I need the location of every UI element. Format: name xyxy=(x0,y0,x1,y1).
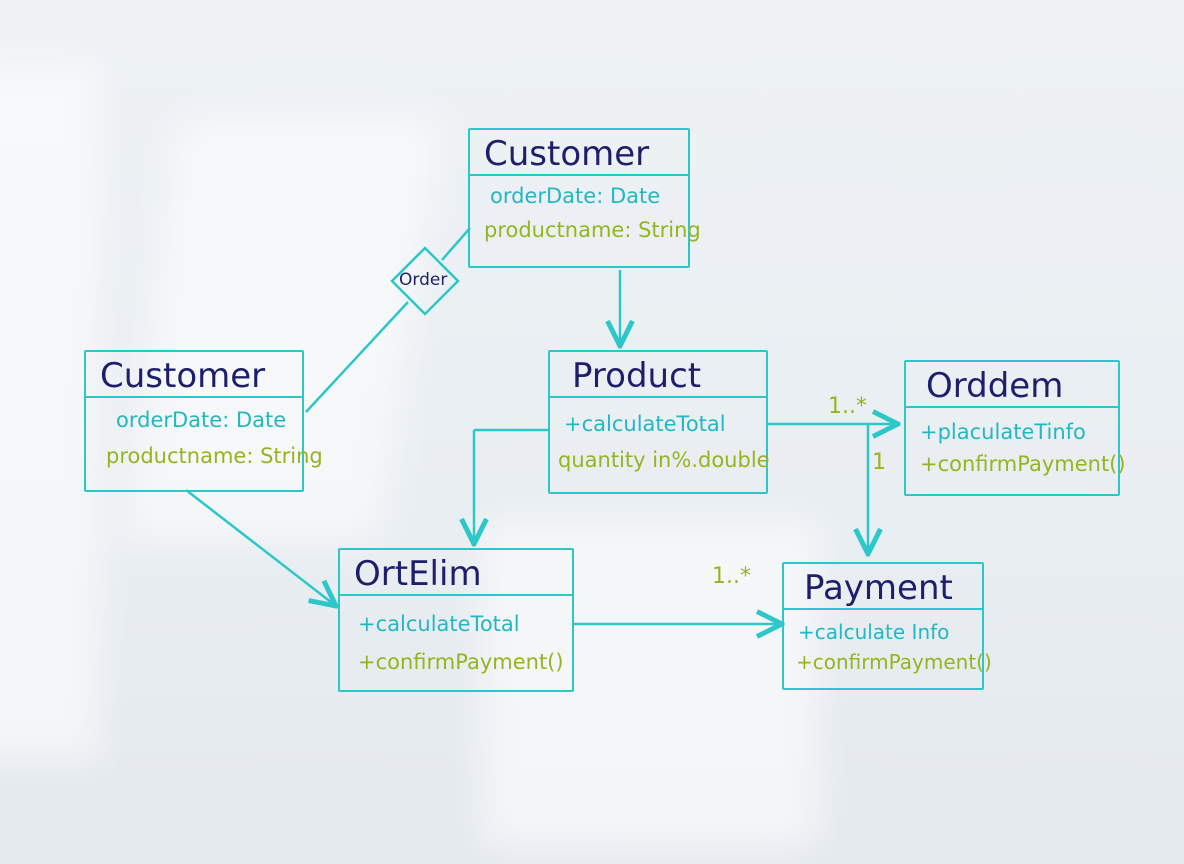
class-method: +confirmPayment() xyxy=(358,650,564,674)
class-name: Payment xyxy=(784,564,982,610)
class-payment: Payment +calculate Info +confirmPayment(… xyxy=(782,562,992,690)
order-diamond-shape xyxy=(390,246,460,316)
multiplicity-label: 1 xyxy=(872,450,886,475)
order-diamond-label: Order xyxy=(399,270,448,290)
class-customer-left: Customer orderDate: Date productname: St… xyxy=(84,350,323,492)
class-method: +confirmPayment() xyxy=(920,452,1126,476)
class-attribute: productname: String xyxy=(106,444,323,468)
class-name: OrtElim xyxy=(340,550,572,596)
class-method: +confirmPayment() xyxy=(796,650,992,674)
class-method: +calculateTotal xyxy=(564,412,726,436)
association-line xyxy=(441,227,471,261)
class-ortelim: OrtElim +calculateTotal +confirmPayment(… xyxy=(338,548,574,692)
light-patch xyxy=(480,520,820,850)
class-name: Customer xyxy=(470,130,688,176)
class-customer-top: Customer orderDate: Date productname: St… xyxy=(468,128,701,268)
multiplicity-label: 1..* xyxy=(712,564,751,589)
class-name: Orddem xyxy=(906,362,1118,408)
multiplicity-label: 1..* xyxy=(828,394,867,419)
class-method: +placulateTinfo xyxy=(920,420,1086,444)
class-name: Customer xyxy=(86,352,302,398)
association-line xyxy=(185,489,336,606)
class-orddem: Orddem +placulateTinfo +confirmPayment() xyxy=(904,360,1126,496)
class-product: Product +calculateTotal quantity in%.dou… xyxy=(548,350,770,494)
association-line xyxy=(305,301,409,413)
class-method: +calculateTotal xyxy=(358,612,520,636)
class-attribute: productname: String xyxy=(484,218,701,242)
class-attribute: quantity in%.double xyxy=(558,448,770,472)
class-name: Product xyxy=(550,352,766,398)
class-attribute: orderDate: Date xyxy=(116,408,287,432)
class-method: +calculate Info xyxy=(798,620,950,644)
class-attribute: orderDate: Date xyxy=(490,184,661,208)
light-patch xyxy=(0,60,100,760)
